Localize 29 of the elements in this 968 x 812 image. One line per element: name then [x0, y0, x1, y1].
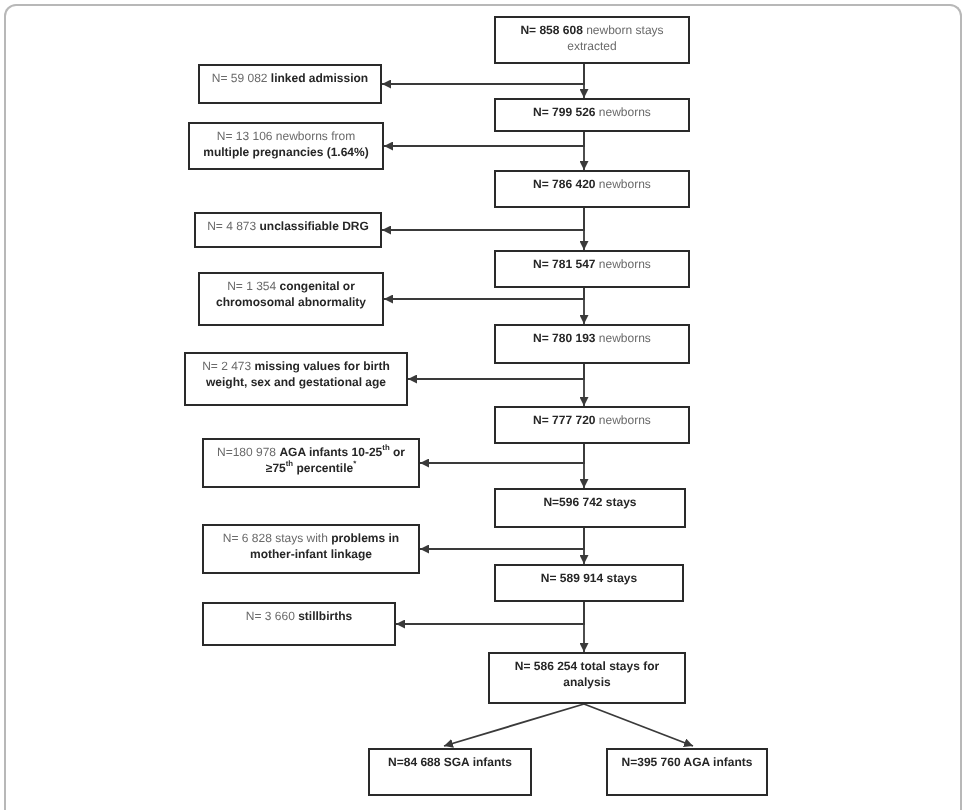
arrow: [383, 287, 585, 304]
arrow: [407, 363, 585, 384]
arrow: [395, 601, 585, 629]
arrow: [383, 131, 585, 151]
flow-box: [368, 748, 532, 796]
flow-box: [606, 748, 768, 796]
flow-box: [494, 98, 690, 132]
arrow: [381, 63, 585, 89]
arrow: [419, 443, 585, 468]
flow-box: [494, 324, 690, 364]
exclusion-box: [198, 272, 384, 326]
exclusion-box: [202, 602, 396, 646]
flow-box: [494, 406, 690, 444]
flow-box: [494, 170, 690, 208]
flow-box: [494, 250, 690, 288]
exclusion-box: [184, 352, 408, 406]
exclusion-box: [202, 438, 420, 488]
arrow: [419, 527, 585, 554]
exclusion-box: [202, 524, 420, 574]
arrow: [583, 703, 694, 747]
exclusion-box: [194, 212, 382, 248]
flow-box: [494, 16, 690, 64]
flow-box: [494, 564, 684, 602]
arrow: [381, 207, 585, 235]
flow-box: [488, 652, 686, 704]
exclusion-box: [198, 64, 382, 104]
arrow: [443, 703, 585, 748]
flow-box: [494, 488, 686, 528]
exclusion-box: [188, 122, 384, 170]
